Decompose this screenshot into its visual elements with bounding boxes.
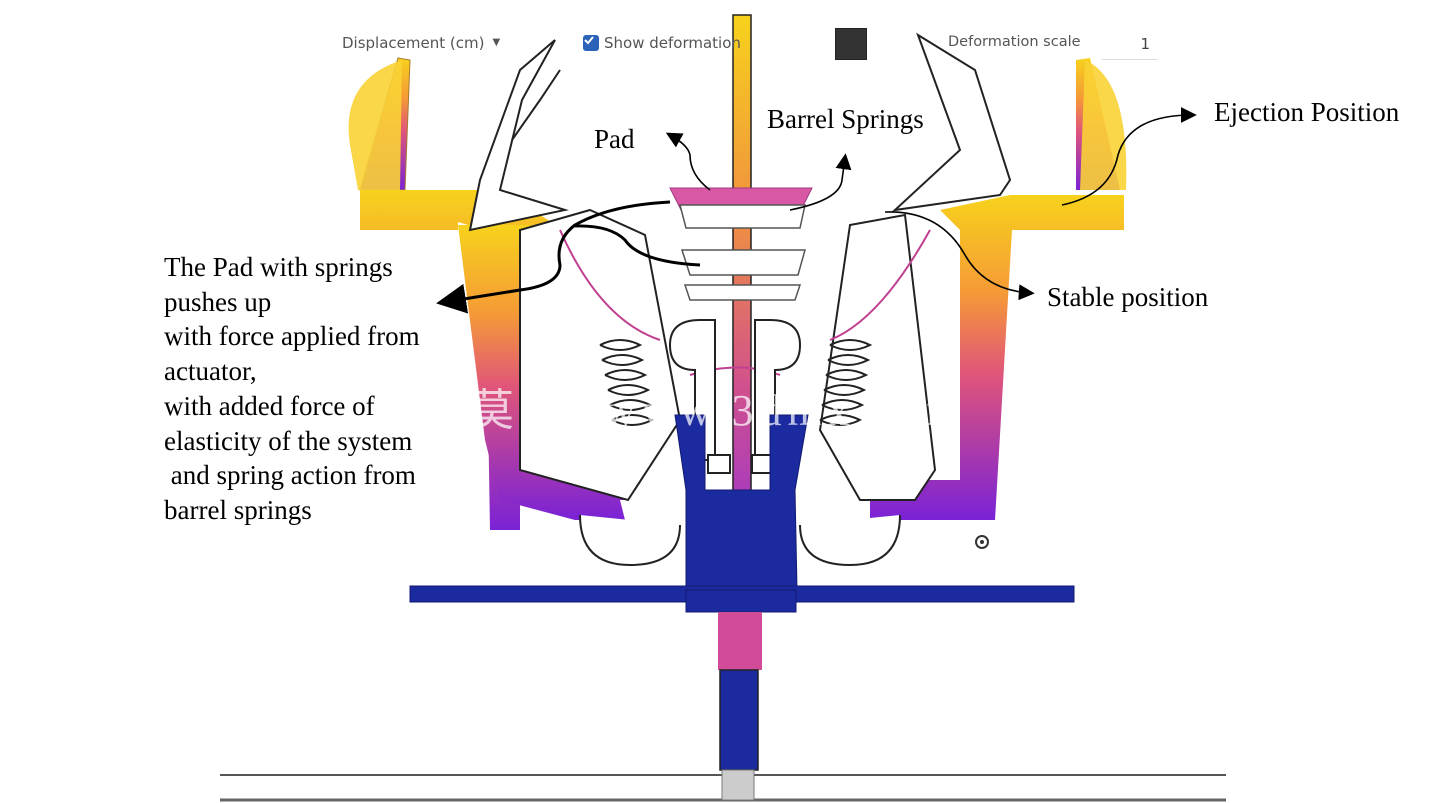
description-arrow-branch <box>574 224 701 267</box>
description-line: with added force of <box>164 390 375 421</box>
deformation-scale-input[interactable] <box>1102 29 1158 60</box>
fixed-base <box>409 414 1075 613</box>
barrel-springs-annotation: Barrel Springs <box>767 104 924 134</box>
pad-annotation: Pad <box>594 124 635 154</box>
barrel-springs <box>559 229 931 426</box>
description-line: barrel springs <box>164 494 312 525</box>
ejection-arrow <box>1061 107 1197 206</box>
description-line: elasticity of the system <box>164 425 413 456</box>
deformation-scale-label: Deformation scale <box>948 34 1081 50</box>
stable-arrow <box>884 211 1035 301</box>
actuator-body <box>719 669 759 771</box>
result-type-label: Displacement (cm) <box>342 34 485 52</box>
side-feet <box>579 514 901 567</box>
right-lever <box>818 32 1012 501</box>
pad-arrow <box>665 132 711 191</box>
chevron-down-icon: ▼ <box>492 37 501 48</box>
description-line: and spring action from <box>164 460 416 491</box>
stable-position-annotation: Stable position <box>1047 282 1209 312</box>
description-line: with force applied from <box>164 321 420 352</box>
ejection-position-annotation: Ejection Position <box>1214 97 1400 127</box>
right-arm <box>870 58 1127 520</box>
description-line: pushes up <box>164 286 272 317</box>
show-deformation-checkbox[interactable]: Show deformation <box>583 34 741 52</box>
actuator-shaft <box>718 612 762 670</box>
watermark: 莫西 www.3dmx.com <box>470 386 967 435</box>
actuator-foot <box>721 769 755 801</box>
checkbox-checked-icon <box>583 35 599 51</box>
description-line: actuator, <box>164 356 257 387</box>
description-arrow <box>436 200 671 314</box>
barrel-springs-arrow <box>789 153 852 211</box>
result-type-dropdown[interactable]: Displacement (cm) ▼ <box>342 34 500 52</box>
center-clips <box>668 319 802 474</box>
show-deformation-label: Show deformation <box>604 34 741 52</box>
left-lever <box>468 39 682 502</box>
pad <box>669 187 813 301</box>
description-annotation: The Pad with springs pushes up with forc… <box>164 250 420 528</box>
description-line: The Pad with springs <box>164 252 393 282</box>
color-swatch-button[interactable] <box>835 28 867 60</box>
target-icon <box>975 535 989 549</box>
